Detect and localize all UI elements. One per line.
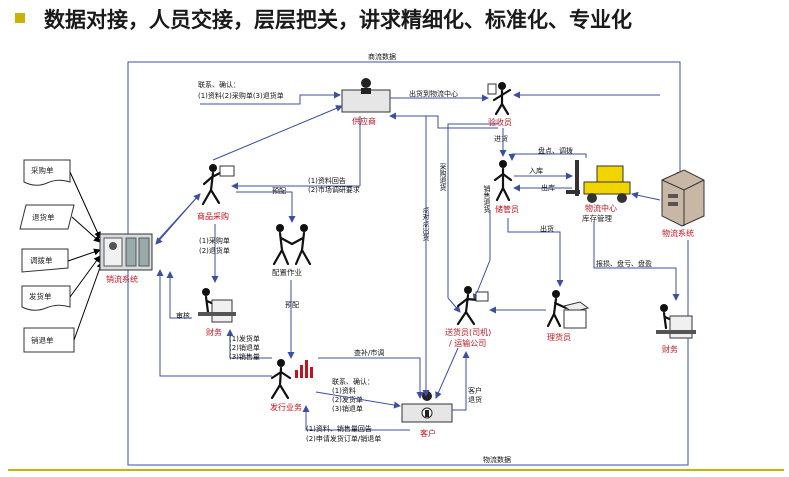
preconfig-1-label: 预配 <box>272 186 286 195</box>
stocker-person-icon <box>546 290 590 329</box>
ship-to-center-label: 出货到物流中心 <box>409 89 458 98</box>
preconfig-2-label: 预配 <box>285 300 299 309</box>
svg-text:销退单: 销退单 <box>31 335 54 345</box>
purchase-return-1: (1)采购单 <box>199 236 230 245</box>
chart-icon <box>295 360 313 378</box>
finance-left-person-icon <box>198 288 236 323</box>
forklift-icon <box>566 160 631 203</box>
customer-label: 客户 <box>420 428 436 438</box>
commerce-data-label: 商流数据 <box>368 52 396 61</box>
commerce-data-line <box>127 61 684 234</box>
inspector-label: 验收员 <box>488 117 512 127</box>
contact-bottom-1: 联系、确认： <box>332 377 374 386</box>
svg-text:发货单: 发货单 <box>29 291 52 301</box>
bottom-divider <box>8 469 784 471</box>
report-count-label: 报损、盘亏、盘盈 <box>596 259 652 268</box>
stocker-label: 理货员 <box>547 332 571 342</box>
contact-bottom-3: (2)发货单 <box>332 395 363 404</box>
feedback-2: (2)市场调研要求 <box>308 185 360 194</box>
distribution-person-icon <box>270 359 313 400</box>
doc-purchase-order: 采购单 <box>23 159 71 186</box>
page-title: 数据对接，人员交接，层层把关，讲求精细化、标准化、专业化 <box>44 8 632 32</box>
supplier-label: 供应商 <box>352 116 376 126</box>
inventory-mgmt-label: 库存管理 <box>582 213 612 223</box>
logistics-center-label: 物流中心 <box>585 203 617 213</box>
feedback-1: (1)资料回告 <box>308 176 346 185</box>
inbound-label: 进货 <box>494 134 508 143</box>
purchase-return-2: (2)退货单 <box>199 246 230 255</box>
svg-text:采购单: 采购单 <box>31 165 54 175</box>
warehouse-keeper-person-icon <box>493 160 513 202</box>
doc-return-order: 退货单 <box>19 204 75 230</box>
in-stock-label: 入库 <box>529 166 543 175</box>
sales-feedback-1: (1)资料、销售量回告 <box>306 424 372 433</box>
purchase-return-vertical: 采购退货 <box>439 162 447 192</box>
logistics-data-line <box>124 240 689 466</box>
restock-label: 查补/市调 <box>354 348 384 357</box>
cust-return-2: 退货 <box>468 395 482 404</box>
allocation-label: 配置作业 <box>272 267 302 277</box>
delivery-person-icon <box>456 286 489 326</box>
sales-system-label: 销流系统 <box>106 274 138 284</box>
count-transfer-label: 盘点、调拨 <box>538 146 573 155</box>
allocation-people-icon <box>272 224 312 266</box>
sales-return-vertical: 销售退货 <box>483 184 491 214</box>
delivery-label-2: / 运输公司 <box>449 338 486 348</box>
warehouse-keeper-label: 储管员 <box>495 204 519 214</box>
sales-feedback-2: (2)申请发货订单/销退单 <box>306 434 381 443</box>
ship-docs-2: (2)销退单 <box>229 343 260 352</box>
finance-left-label: 财务 <box>206 327 222 337</box>
contact-top-label: 联系、确认： <box>198 80 240 89</box>
finance-right-person-icon <box>656 304 696 339</box>
title-bullet-icon <box>15 13 25 23</box>
svg-text:调拨单: 调拨单 <box>30 255 53 265</box>
out-goods-label: 出货 <box>540 224 554 233</box>
supplier-desk-icon <box>341 78 391 113</box>
logistics-system-label: 物流系统 <box>662 228 694 238</box>
doc-transfer-order: 调拨单 <box>21 248 69 273</box>
ship-docs-3: (3)销售量 <box>229 352 260 361</box>
logistics-data-label: 物流数据 <box>483 455 511 464</box>
contact-top-docs: (1)资料(2)采购单(3)退货单 <box>198 91 284 100</box>
title-bar: 数据对接，人员交接，层层把关，讲求精细化、标准化、专业化 <box>0 0 789 40</box>
cust-return-1: 客户 <box>468 386 482 395</box>
distribution-label: 发行业务 <box>270 402 302 412</box>
contact-bottom-2: (1)资料 <box>332 386 356 395</box>
audit-label: 审核 <box>176 311 190 320</box>
purchase-person-icon <box>201 164 235 206</box>
contact-bottom-4: (3)销退单 <box>332 404 363 413</box>
doc-sales-return-order: 销退单 <box>23 327 75 353</box>
logistics-system-server-icon <box>661 169 705 227</box>
purchase-label: 商品采购 <box>197 211 229 221</box>
svg-text:退货单: 退货单 <box>32 212 55 222</box>
delivery-label-1: 送货员(司机) <box>445 327 491 337</box>
inspector-person-icon <box>487 82 512 116</box>
doc-shipping-order: 发货单 <box>21 285 71 311</box>
ship-docs-1: (1)发货单 <box>229 334 260 343</box>
customer-desk-icon <box>401 391 453 423</box>
sales-system-server-icon <box>99 233 153 271</box>
finance-right-label: 财务 <box>662 344 678 354</box>
